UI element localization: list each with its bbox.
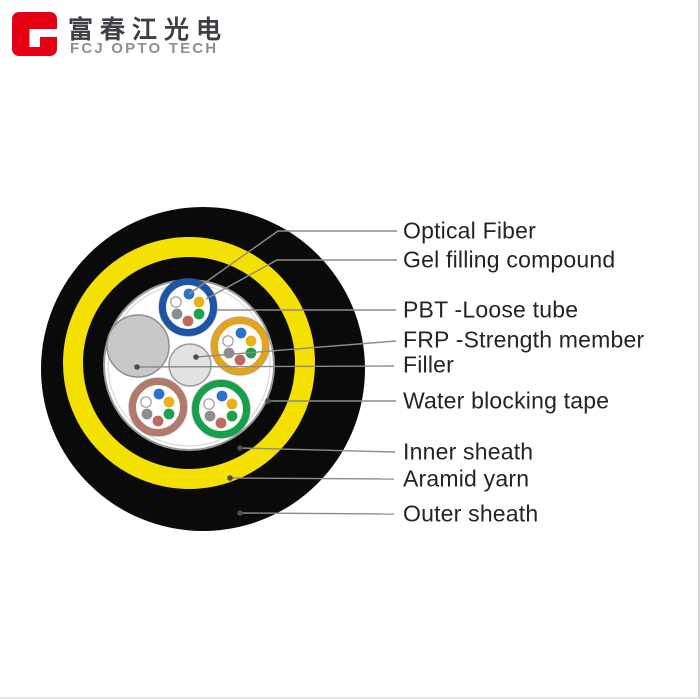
optical-fiber-dot-red: [152, 415, 164, 427]
company-logo-icon: [12, 12, 57, 56]
optical-fiber-dot-white: [170, 296, 182, 308]
optical-fiber-dot-blue: [235, 327, 247, 339]
optical-fiber-dot-yellow: [245, 335, 257, 347]
leader-line-gel-filling-compound: [205, 259, 397, 300]
label-filler: Filler: [403, 351, 455, 378]
leader-line-inner-sheath: [239, 447, 396, 453]
label-water-blocking-tape: Water blocking tape: [403, 387, 610, 414]
logo-white-slit: [29, 29, 57, 37]
loose-tube-yellow-ring: [211, 317, 269, 375]
optical-fiber-dot-green: [163, 408, 175, 420]
leader-line-outer-sheath: [239, 512, 395, 515]
leader-dot-frp: [193, 354, 199, 360]
label-pbt-loose-tube: PBT -Loose tube: [403, 296, 579, 323]
optical-fiber-dot-white: [203, 398, 215, 410]
loose-tube-brown-outline: [128, 377, 188, 437]
optical-fiber-dot-white: [222, 335, 234, 347]
filler-circle: [106, 314, 170, 378]
loose-tube-blue-outline: [158, 277, 218, 337]
leader-line-aramid-yarn: [229, 477, 395, 480]
optical-fiber-dot-gray: [223, 347, 235, 359]
optical-fiber-dot-gray: [171, 308, 183, 320]
frp-strength-member: [168, 343, 212, 387]
leader-line-frp-strength-member: [195, 340, 397, 358]
label-aramid-yarn: Aramid yarn: [403, 465, 530, 492]
aramid-yarn-ring: [63, 237, 315, 489]
loose-tube-brown-ring: [129, 378, 187, 436]
optical-fiber-dot-yellow: [163, 396, 175, 408]
optical-fiber-dot-gray: [141, 408, 153, 420]
leader-dot-outer-sheath: [237, 510, 243, 516]
optical-fiber-dot-green: [193, 308, 205, 320]
optical-fiber-dot-red: [182, 315, 194, 327]
optical-fiber-dot-gray: [204, 410, 216, 422]
leader-dot-aramid-yarn: [227, 475, 233, 481]
label-outer-sheath: Outer sheath: [403, 500, 539, 527]
label-optical-fiber: Optical Fiber: [403, 217, 536, 244]
optical-fiber-dot-white: [140, 396, 152, 408]
label-inner-sheath: Inner sheath: [403, 438, 534, 465]
loose-tube-yellow-outline: [210, 316, 270, 376]
loose-tube-blue-ring: [159, 278, 217, 336]
optical-fiber-dot-green: [226, 410, 238, 422]
label-frp-strength-member: FRP -Strength member: [403, 326, 645, 353]
loose-tube-yellow: [210, 316, 270, 376]
loose-tube-green-outline: [191, 379, 251, 439]
loose-tube-green: [191, 379, 251, 439]
leader-dot-filler: [134, 364, 140, 370]
company-name-en: FCJ OPTO TECH: [70, 40, 219, 57]
company-name-cn: 富春江光电: [68, 16, 229, 44]
leader-line-filler: [136, 365, 395, 368]
leader-dot-inner-sheath: [237, 445, 243, 451]
loose-tube-blue: [158, 277, 218, 337]
leader-dot-water-blocking-tape: [265, 398, 271, 404]
label-gel-filling-compound: Gel filling compound: [403, 246, 616, 273]
loose-tube-brown: [128, 377, 188, 437]
optical-fiber-dot-blue: [216, 390, 228, 402]
optical-fiber-dot-red: [234, 354, 246, 366]
optical-fiber-dot-red: [215, 417, 227, 429]
leader-line-optical-fiber: [188, 230, 397, 295]
optical-fiber-dot-blue: [153, 388, 165, 400]
optical-fiber-dot-yellow: [193, 296, 205, 308]
optical-fiber-dot-yellow: [226, 398, 238, 410]
loose-tube-green-ring: [192, 380, 250, 438]
logo-white-slot: [29, 29, 40, 47]
